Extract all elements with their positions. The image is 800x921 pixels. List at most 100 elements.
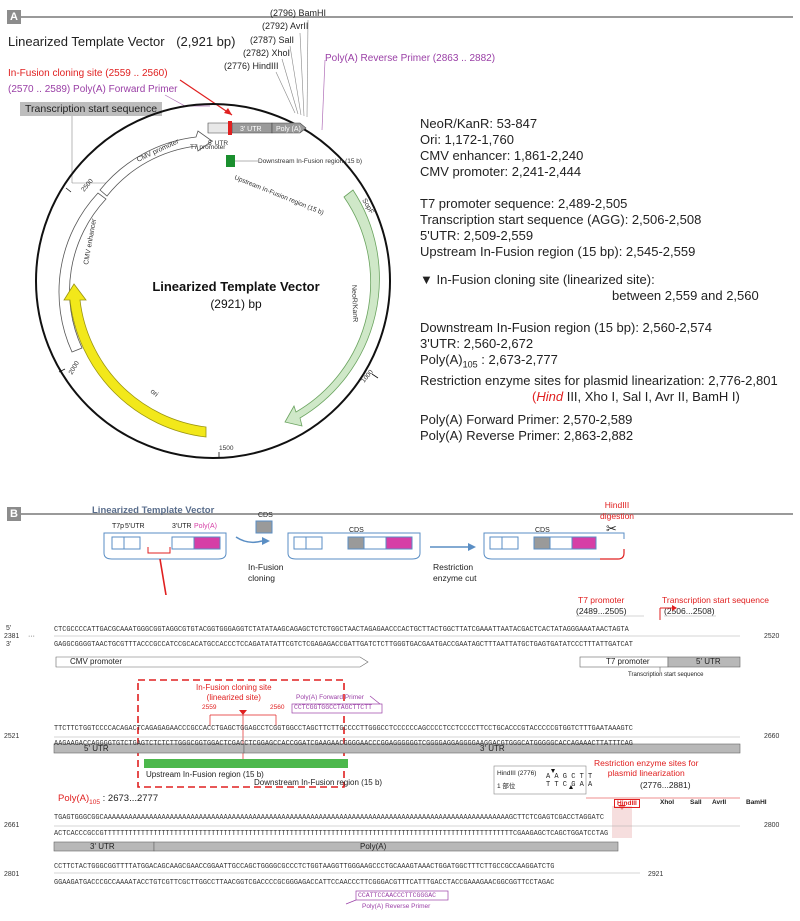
wf-polya: Poly(A): [194, 523, 217, 530]
row1-utr5: 5' UTR: [696, 657, 721, 666]
map-polya: Poly (A): [276, 126, 301, 133]
row2-num: 2521: [4, 733, 20, 740]
hind-box-title: HindIII (2776): [497, 770, 537, 777]
row3-top: TGAGTGGGCGGCAAAAAAAAAAAAAAAAAAAAAAAAAAAA…: [54, 814, 604, 822]
plasmid-map: T7 promoter 5' UTR 3' UTR Poly (A) Downs…: [35, 19, 391, 459]
feature-item: Ori: 1,172-1,760: [420, 132, 514, 147]
t7-promoter-range: (2489...2505): [576, 606, 627, 616]
map-t7-promoter: T7 promoter: [190, 144, 226, 151]
wf-utr3: 3'UTR: [172, 523, 192, 530]
panel-b-tag: B: [7, 507, 21, 521]
polya-range: Poly(A)105 : 2673...2777: [58, 793, 159, 806]
row2-end: 2660: [764, 733, 780, 740]
feature-item: Downstream In-Fusion region (15 bp): 2,5…: [420, 320, 712, 335]
row3-end: 2800: [764, 822, 780, 829]
pos-2560: 2560: [270, 704, 285, 711]
feature-item: CMV enhancer: 1,861-2,240: [420, 148, 584, 163]
primer-item: Poly(A) Forward Primer: 2,570-2,589: [420, 412, 633, 427]
row4-num: 2801: [4, 871, 20, 878]
row1-t7: T7 promoter: [606, 657, 650, 666]
enzyme-hindiii: HindIII: [614, 799, 640, 808]
row2-utr5: 5' UTR: [84, 744, 109, 753]
wf-cds-1: CDS: [258, 512, 273, 519]
tss-label: Transcription start sequence: [662, 595, 769, 605]
polya-reverse-label: Poly(A) Reverse Primer (2863 .. 2882): [325, 53, 496, 64]
row4-end: 2921: [648, 871, 664, 878]
enzyme-sali: SalI: [690, 799, 702, 806]
feature-item: (Hind III, Xho I, Sal I, Avr II, BamH I): [532, 388, 740, 404]
feature-item: T7 promoter sequence: 2,489-2,505: [420, 196, 628, 211]
site-sali: (2787) SalI: [250, 35, 295, 45]
panel-a-divider: [21, 16, 793, 18]
row2-bottom: AAGAAGACCAGGGGTGTCTGAGTCTCTCTTGGGCGGTGGA…: [54, 740, 633, 748]
feature-item: NeoR/KanR: 53-847: [420, 116, 538, 131]
row2-upstream: Upstream In-Fusion region (15 b): [146, 770, 264, 779]
feature-item: CMV promoter: 2,241-2,444: [420, 164, 582, 179]
t7-promoter-label: T7 promoter: [578, 595, 625, 605]
row1-top: CTCGCCCCATTGACGCAAATGGGCGGTAGGCGTGTACGGT…: [54, 626, 629, 634]
map-utr5: 5' UTR: [208, 140, 228, 147]
panel-b-divider: [21, 513, 793, 515]
pos-2559: 2559: [202, 704, 217, 711]
row1-label-3: 3': [6, 641, 12, 648]
hind-top: A A G C T T: [546, 773, 593, 781]
wf-t7p: T7p: [112, 523, 125, 530]
fwd-primer-seq: CCTCGGTGGCCTAGCTTCTT: [294, 704, 373, 711]
wf-cds-3: CDS: [535, 527, 550, 534]
row4-bottom: GGAAGATGACCCGCCAAAATACCTGTCGTTCGCTTGGCCT…: [54, 879, 555, 887]
rev-primer-seq: CCATTCCAACCCTTCGGGAC: [358, 892, 437, 899]
wf-utr5: 5'UTR: [125, 523, 145, 530]
wf-step-cut: Restriction enzyme cut: [433, 562, 477, 583]
feature-item: Upstream In-Fusion region (15 bp): 2,545…: [420, 244, 696, 259]
map-downstream: Downstream In-Fusion region (15 b): [258, 158, 362, 165]
map-neokan: NeoR/KanR: [350, 285, 358, 323]
feature-item: 5'UTR: 2,509-2,559: [420, 228, 534, 243]
row1-ellipsis: ···: [28, 633, 35, 640]
site-bamhi: (2796) BamHI: [270, 8, 327, 18]
feature-list-2: T7 promoter sequence: 2,489-2,505 Transc…: [420, 196, 701, 260]
feature-list-3: Downstream In-Fusion region (15 bp): 2,5…: [420, 320, 778, 405]
primer-list: Poly(A) Forward Primer: 2,570-2,589 Poly…: [420, 412, 633, 444]
infusion-box-label: In-Fusion cloning site (linearized site): [196, 683, 272, 702]
feature-item: 3'UTR: 2,560-2,672: [420, 336, 534, 351]
row2-downstream: Downstream In-Fusion region (15 b): [254, 778, 383, 787]
infusion-feature: ▼ In-Fusion cloning site (linearized sit…: [420, 272, 655, 287]
map-center-title: Linearized Template Vector: [152, 279, 319, 294]
polya-forward-label: (2570 .. 2589) Poly(A) Forward Primer: [8, 84, 178, 95]
map-tick-1500: 1500: [219, 445, 234, 452]
row3-utr3: 3' UTR: [90, 842, 115, 851]
map-center-size: (2921) bp: [210, 297, 262, 311]
map-utr3: 3' UTR: [240, 126, 262, 133]
tss-range: (2506...2508): [664, 606, 715, 616]
site-xhoi: (2782) XhoI: [243, 48, 291, 58]
vector-title: Linearized Template Vector (2,921 bp): [8, 34, 235, 49]
row2-top: TTCTTCTGGTCCCCACAGACTCAGAGAGAACCCGCCACCT…: [54, 725, 633, 733]
feature-item: Transcription start sequence (AGG): 2,50…: [420, 212, 702, 227]
wf-cds-2: CDS: [349, 527, 364, 534]
row2-utr3: 3' UTR: [480, 744, 505, 753]
enzyme-avrii: AvrII: [712, 799, 727, 806]
primer-item: Poly(A) Reverse Primer: 2,863-2,882: [420, 428, 634, 443]
feature-list-1: NeoR/KanR: 53-847 Ori: 1,172-1,760 CMV e…: [420, 116, 583, 180]
row1-num: 2381: [4, 633, 20, 640]
infusion-between: between 2,559 and 2,560: [612, 288, 759, 303]
tss-box: Transcription start sequence: [20, 102, 163, 116]
row1-tss-small: Transcription start sequence: [628, 672, 704, 678]
row1-label-5: 5': [6, 625, 12, 632]
vector-size: (2,921 bp): [176, 34, 236, 49]
map-ori: ori: [149, 388, 160, 399]
infusion-site-label: In-Fusion cloning site (2559 .. 2560): [8, 68, 168, 79]
row1-cmv: CMV promoter: [70, 657, 123, 666]
enzyme-bamhi: BamHI: [746, 799, 767, 806]
row3-bottom: ACTCACCCGCCGTTTTTTTTTTTTTTTTTTTTTTTTTTTT…: [54, 830, 609, 838]
row1-bottom: GAGGCGGGGTAACTGCGTTTACCCGCCATCCGCACATGCC…: [54, 641, 633, 649]
vector-title-text: Linearized Template Vector: [8, 34, 165, 49]
site-hindiii: (2776) HindIII: [224, 61, 279, 71]
workflow-diagram: ✂: [103, 520, 625, 595]
hind-box-sub: 1 部位: [497, 783, 516, 790]
wf-hindiii-digestion: HindIII digestion: [600, 500, 635, 521]
enzyme-xhoi: XhoI: [660, 799, 675, 806]
row1-end: 2520: [764, 633, 780, 640]
scissors-icon: ✂: [606, 521, 617, 536]
